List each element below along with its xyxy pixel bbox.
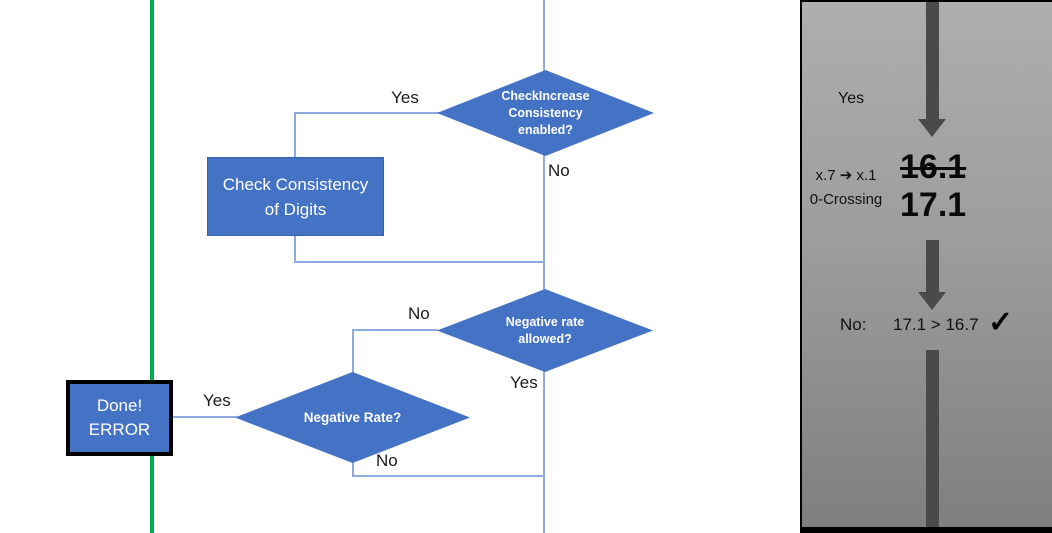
decision-text-line: CheckIncrease	[501, 88, 590, 103]
flow-arrow-2-shaft	[926, 240, 939, 293]
checkmark-icon: ✓	[988, 306, 1014, 339]
result-label: No:	[840, 315, 867, 334]
connector-no-branch-v	[352, 329, 354, 373]
branch-label-no-mid: No	[408, 304, 430, 323]
connector-no-bottom-v	[352, 461, 354, 477]
connector-no-bottom-h	[352, 475, 545, 477]
decision-negative-rate: Negative Rate?	[235, 372, 470, 463]
connector-main-top	[543, 0, 545, 72]
connector-yes-branch-v	[294, 112, 296, 158]
decision-check-increase-consistency: CheckIncrease Consistency enabled?	[437, 70, 654, 156]
branch-label-yes-bottom: Yes	[203, 391, 231, 410]
panel-yes-label: Yes	[838, 90, 865, 107]
old-rate-value: 16.1	[900, 148, 967, 186]
branch-label-no-top: No	[548, 161, 570, 180]
connector-main-bottom	[543, 371, 545, 533]
connector-no-branch-h	[352, 329, 438, 331]
decision-text-line: enabled?	[518, 122, 573, 137]
decision-text-line: Negative Rate?	[303, 410, 402, 425]
process-check-consistency: Check Consistency of Digits	[207, 157, 384, 236]
flow-arrow-2-head	[918, 292, 946, 310]
branch-label-no-bottom: No	[376, 451, 398, 470]
decision-text-line: Negative rate	[505, 314, 585, 329]
flow-arrow-1-head	[918, 119, 946, 137]
decision-text-line: allowed?	[518, 331, 572, 346]
connector-main-mid	[543, 155, 545, 291]
rule-text: x.7 ➔ x.1 0-Crossing	[800, 164, 892, 212]
terminator-done-error: Done! ERROR	[66, 380, 173, 456]
flow-arrow-3-shaft	[926, 350, 939, 527]
decision-text-line: Consistency	[508, 105, 583, 120]
branch-label-yes-mid: Yes	[510, 373, 538, 392]
explanation-panel: Yes x.7 ➔ x.1 0-Crossing 16.1 17.1 No: 1…	[800, 0, 1052, 533]
decision-negative-rate-allowed: Negative rate allowed?	[437, 289, 653, 372]
timeline-green-line	[150, 0, 154, 533]
rule-text-line: 0-Crossing	[809, 191, 883, 208]
connector-yes-to-done	[172, 416, 237, 418]
flow-arrow-1-shaft	[926, 2, 939, 120]
process-text-line: of Digits	[264, 199, 327, 219]
branch-label-yes-top: Yes	[391, 88, 419, 107]
rule-text-line: x.7 ➔ x.1	[815, 167, 877, 184]
terminator-text-line: ERROR	[88, 420, 151, 439]
new-rate-value: 17.1	[900, 186, 967, 224]
result-comparison: 17.1 > 16.7	[893, 315, 979, 334]
connector-yes-branch-h	[294, 112, 439, 114]
rate-values: 16.1 17.1	[900, 148, 966, 224]
connector-rejoin-h	[294, 261, 545, 263]
connector-rect-down	[294, 235, 296, 263]
terminator-text-line: Done!	[96, 396, 143, 415]
process-text-line: Check Consistency	[222, 174, 369, 194]
